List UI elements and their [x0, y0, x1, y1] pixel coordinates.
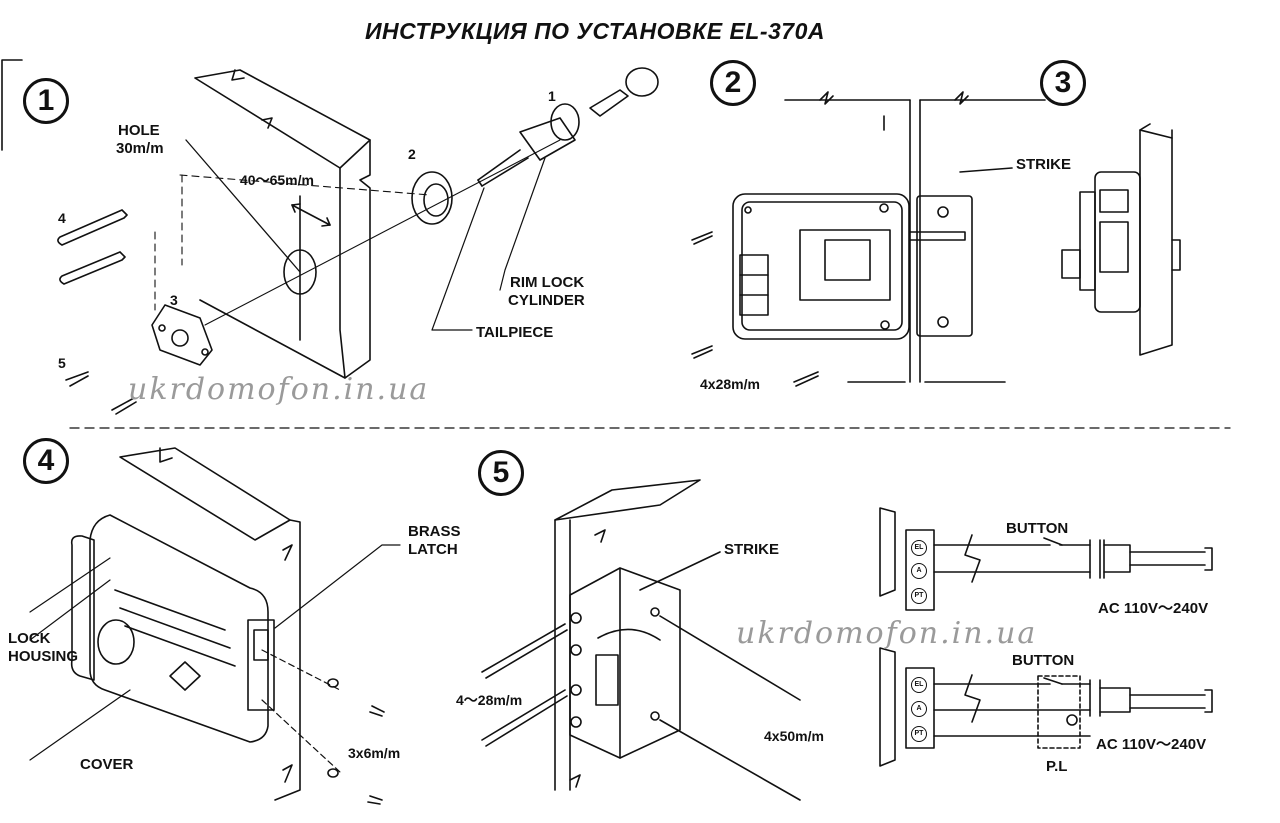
terminal-a-top: A — [911, 563, 927, 579]
step1-axis-lines — [154, 139, 561, 326]
step-2-badge: 2 — [710, 60, 756, 106]
step1-hole — [185, 139, 317, 341]
step5-strike-label: STRIKE — [724, 541, 780, 558]
terminal-pt-top: PT — [911, 588, 927, 604]
wiring-power-bottom: AC 110V～240V — [1096, 736, 1207, 753]
step4-lock-housing — [70, 514, 275, 743]
wiring-button-bottom: BUTTON — [1012, 652, 1075, 669]
brass-latch-line1: BRASS — [408, 523, 461, 540]
terminal-el-bottom: EL — [911, 677, 927, 693]
brass-latch-line2: LATCH — [408, 541, 458, 558]
step2-door-frame — [784, 91, 1046, 383]
step-4-badge: 4 — [23, 438, 69, 484]
terminal-pt-bottom: PT — [911, 726, 927, 742]
part-number-1: 1 — [548, 88, 556, 104]
step3-side-view — [1061, 123, 1181, 356]
lock-housing-line2: HOUSING — [8, 648, 79, 665]
part-number-2: 2 — [408, 146, 416, 162]
step1-ring — [411, 171, 453, 225]
step2-screws — [691, 115, 1013, 387]
step5-screw-left: 4～28m/m — [456, 692, 523, 708]
step-5-badge: 5 — [478, 450, 524, 496]
step5-strike-block — [569, 567, 681, 759]
step1-cylinder — [477, 103, 580, 187]
cover-label: COVER — [80, 756, 134, 773]
wiring-bottom — [879, 647, 1213, 767]
lock-housing-line1: LOCK — [8, 630, 51, 647]
terminal-el-top: EL — [911, 540, 927, 556]
step1-leader-lines — [431, 157, 546, 331]
part-number-3: 3 — [170, 292, 178, 308]
step5-screw-right: 4x50m/m — [764, 728, 824, 744]
door-thickness-range: 40～65m/m — [240, 172, 314, 188]
wiring-button-top: BUTTON — [1006, 520, 1069, 537]
tailpiece-label: TAILPIECE — [476, 324, 554, 341]
hole-label: HOLE — [118, 122, 160, 139]
hole-size: 30m/m — [116, 140, 164, 157]
step4-leaders — [29, 544, 401, 773]
step1-door-panel — [194, 69, 371, 379]
step4-screw-size: 3x6m/m — [348, 745, 401, 761]
wiring-top — [879, 507, 1213, 611]
pilot-lamp-label: P.L — [1046, 758, 1068, 775]
frame-corner — [1, 59, 23, 151]
part-number-4: 4 — [58, 210, 66, 226]
step5-screws-and-leaders — [481, 551, 801, 801]
watermark-top: ukrdomofon.in.ua — [128, 372, 430, 407]
step2-screw-size: 4x28m/m — [700, 376, 760, 392]
rim-lock-label-line1: RIM LOCK — [510, 274, 585, 291]
step1-key — [589, 67, 659, 117]
part-number-5: 5 — [58, 355, 66, 371]
page-title: ИНСТРУКЦИЯ ПО УСТАНОВКЕ EL-370A — [364, 18, 825, 44]
step-3-badge: 3 — [1040, 60, 1086, 106]
step1-thickness-arrow — [291, 203, 331, 227]
watermark-bottom: ukrdomofon.in.ua — [736, 616, 1038, 651]
wiring-power-top: AC 110V～240V — [1098, 600, 1209, 617]
step1-screws — [57, 209, 137, 415]
step-1-badge: 1 — [23, 78, 69, 124]
step2-strike-plate — [909, 195, 973, 337]
step2-lock-body — [732, 193, 910, 340]
step4-screws — [327, 678, 385, 805]
step2-strike-label: STRIKE — [1016, 156, 1072, 173]
step5-door-panel — [554, 479, 701, 791]
rim-lock-label-line2: CYLINDER — [508, 292, 585, 309]
step1-mounting-plate — [151, 304, 213, 366]
terminal-a-bottom: A — [911, 701, 927, 717]
step4-door-panel — [119, 447, 301, 801]
